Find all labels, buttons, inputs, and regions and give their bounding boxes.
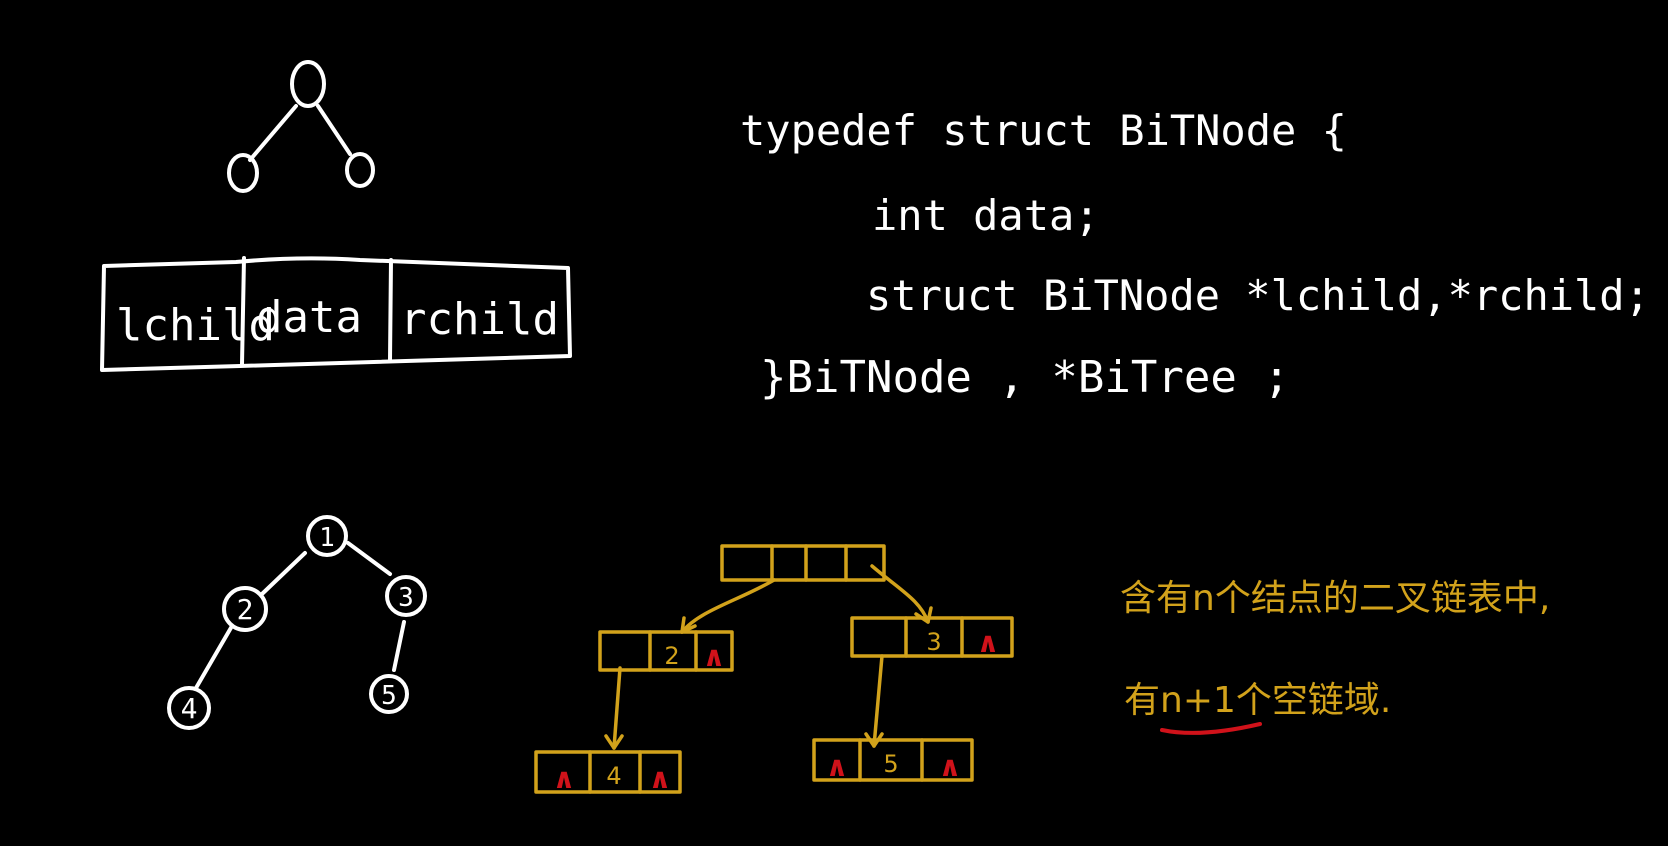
null-pointer-4-left: ∧	[553, 762, 576, 795]
simple-tree-edge-left	[248, 104, 298, 162]
tree-node-4-label: 4	[181, 692, 198, 725]
null-pointer-5-left: ∧	[826, 750, 849, 783]
note-line-2: 有n+1个空链域.	[1124, 680, 1391, 721]
linked-node-2-label: 2	[664, 642, 679, 670]
note-line-1: 含有n个结点的二叉链表中,	[1120, 578, 1550, 619]
null-pointer-4-right: ∧	[649, 762, 672, 795]
null-pointer-5-right: ∧	[939, 750, 962, 783]
tree-node-3: 3	[385, 575, 427, 617]
binary-linked-list: 2 ∧ 3 ∧ ∧ 4 ∧ ∧ 5	[534, 544, 1014, 795]
tree-node-5: 5	[369, 674, 409, 714]
null-pointer-3-right: ∧	[977, 626, 1000, 659]
node-structure-divider-1	[240, 256, 246, 366]
node-structure-divider-2	[388, 258, 393, 362]
tree-node-3-label: 3	[398, 583, 414, 613]
tree-edge-3-5	[392, 620, 406, 672]
tree-node-2: 2	[222, 586, 268, 632]
simple-tree-left-child	[227, 153, 259, 193]
null-pointer-2-right: ∧	[703, 640, 726, 673]
tree-node-1-label: 1	[319, 523, 335, 553]
linked-node-4: ∧ 4 ∧	[534, 750, 682, 795]
linked-node-4-label: 4	[606, 762, 621, 790]
simple-tree	[227, 60, 375, 193]
field-rchild: rchild	[400, 294, 559, 345]
code-line-4: }BiTNode , *BiTree ;	[760, 352, 1290, 403]
note: 含有n个结点的二叉链表中, 有n+1个空链域.	[1120, 578, 1550, 735]
code-line-3: struct BiTNode *lchild,*rchild;	[866, 271, 1650, 320]
field-data: data	[256, 292, 362, 343]
field-lchild: lchild	[116, 300, 275, 351]
tree-node-4: 4	[167, 686, 211, 730]
linked-node-5: ∧ 5 ∧	[812, 738, 974, 783]
arrow-2-to-4	[612, 666, 622, 750]
tree-edge-2-4	[194, 624, 234, 690]
simple-tree-edge-right	[316, 104, 352, 156]
linked-node-5-label: 5	[883, 750, 898, 778]
tree-node-1: 1	[306, 515, 348, 557]
code-line-1: typedef struct BiTNode {	[740, 106, 1347, 155]
node-structure-box	[100, 256, 572, 372]
arrow-3-to-5	[872, 654, 884, 748]
simple-tree-right-child	[345, 152, 375, 188]
linked-node-3: 3 ∧	[850, 616, 1014, 659]
code-line-2: int data;	[872, 191, 1100, 240]
note-line-2-prefix: 有	[1124, 680, 1160, 721]
simple-tree-root	[290, 60, 326, 108]
numbered-tree: 1 2 3 4 5	[167, 515, 427, 730]
arrow-root-to-3	[870, 564, 930, 624]
arrow-root-to-2	[680, 578, 776, 634]
linked-node-2: 2 ∧	[598, 630, 734, 673]
tree-node-2-label: 2	[237, 593, 254, 626]
tree-node-5-label: 5	[381, 681, 397, 711]
node-structure: lchild data rchild	[100, 256, 572, 372]
note-highlight: n+1	[1160, 680, 1236, 721]
tree-edge-1-2	[260, 551, 307, 596]
note-underline	[1160, 722, 1262, 735]
linked-node-1	[720, 544, 886, 582]
linked-node-3-label: 3	[926, 628, 941, 656]
note-line-2-suffix: 个空链域.	[1236, 680, 1391, 721]
code-definition: typedef struct BiTNode { int data; struc…	[740, 106, 1650, 403]
tree-edge-1-3	[346, 541, 392, 576]
